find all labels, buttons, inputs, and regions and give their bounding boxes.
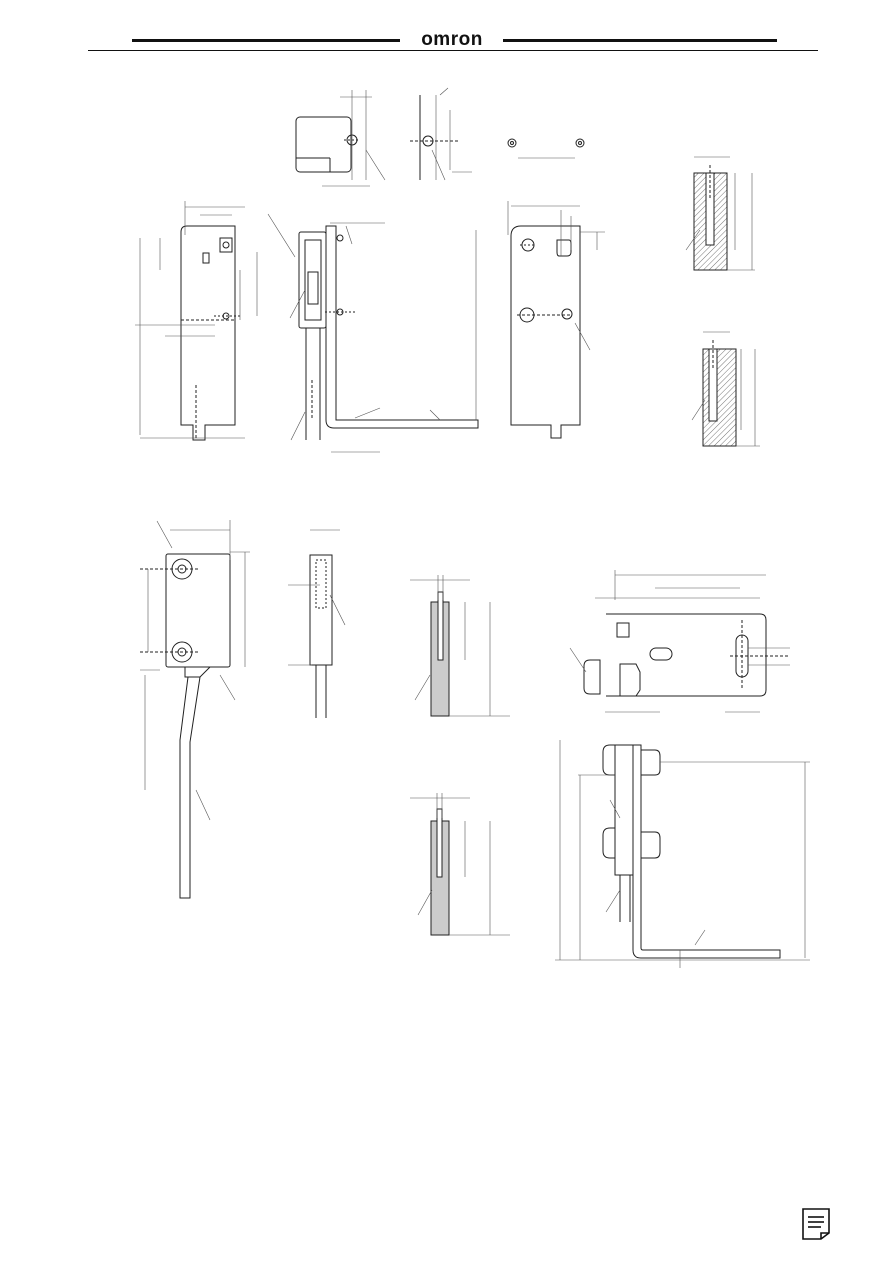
bracket-top-view-bottom (569, 570, 790, 713)
sensor-front-view-bottom (140, 520, 250, 899)
section-view-hatched-1 (685, 156, 755, 271)
header-rule-left (132, 39, 400, 42)
mounting-hole-detail-b (410, 87, 472, 181)
bracket-side-view-bottom (555, 740, 810, 968)
mounting-hole-pair (507, 138, 585, 159)
sensor-front-view-top (135, 201, 258, 441)
sensor-side-view-top (267, 213, 479, 453)
mounting-bracket-plate-top (507, 201, 605, 439)
omron-logo: omron (421, 29, 483, 50)
section-view-hatched-2 (691, 331, 760, 447)
actuator-slot-diagram-1 (410, 575, 510, 717)
document-icon (801, 1207, 831, 1241)
mounting-hole-detail-a (295, 90, 386, 187)
sensor-side-view-bottom (288, 529, 346, 718)
page-header: omron (0, 0, 892, 60)
header-rule-right (503, 39, 777, 42)
actuator-slot-diagram-2 (410, 793, 510, 936)
header-rule-full (88, 50, 818, 51)
